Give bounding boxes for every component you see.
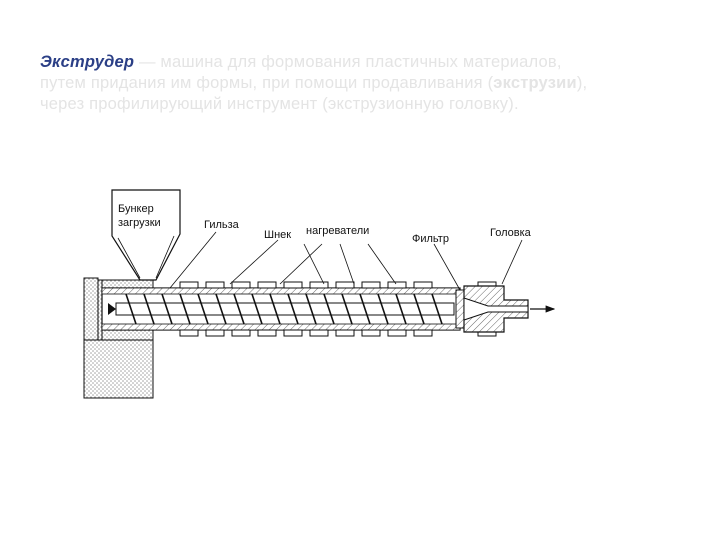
label-hopper-line1: Бункер — [118, 203, 154, 215]
definition-line-2: путем придания им формы, при помощи прод… — [40, 73, 690, 94]
definition-text: Экструдер — машина для формования пласти… — [40, 52, 690, 115]
base-block — [83, 339, 154, 399]
heater-bands-bottom — [179, 329, 497, 337]
term-extruder: Экструдер — [40, 53, 135, 71]
definition-line-1-rest: — машина для формования пластичных матер… — [134, 53, 562, 71]
label-filter: Фильтр — [412, 233, 449, 245]
extrusion-head — [463, 285, 529, 333]
definition-line-1: Экструдер — машина для формования пласти… — [40, 52, 690, 73]
label-heaters: нагреватели — [306, 225, 369, 237]
label-head: Головка — [490, 227, 532, 239]
definition-line-2-start: путем придания им формы, при помощи прод… — [40, 74, 494, 92]
label-screw: Шнек — [264, 229, 291, 241]
definition-line-2-end: ), — [576, 74, 588, 92]
filter — [455, 289, 465, 329]
screw — [108, 293, 455, 325]
definition-line-3: через профилирующий инструмент (экструзи… — [40, 95, 519, 113]
term-extrusion: экструзии — [493, 74, 577, 92]
leader-lines — [169, 231, 523, 291]
label-sleeve: Гильза — [204, 219, 240, 231]
extruder-diagram: Бункер загрузки Гильза Шнек нагреватели … — [83, 189, 556, 399]
heater-bands-top — [179, 281, 497, 289]
hopper — [111, 189, 181, 281]
label-hopper-line2: загрузки — [118, 217, 161, 229]
